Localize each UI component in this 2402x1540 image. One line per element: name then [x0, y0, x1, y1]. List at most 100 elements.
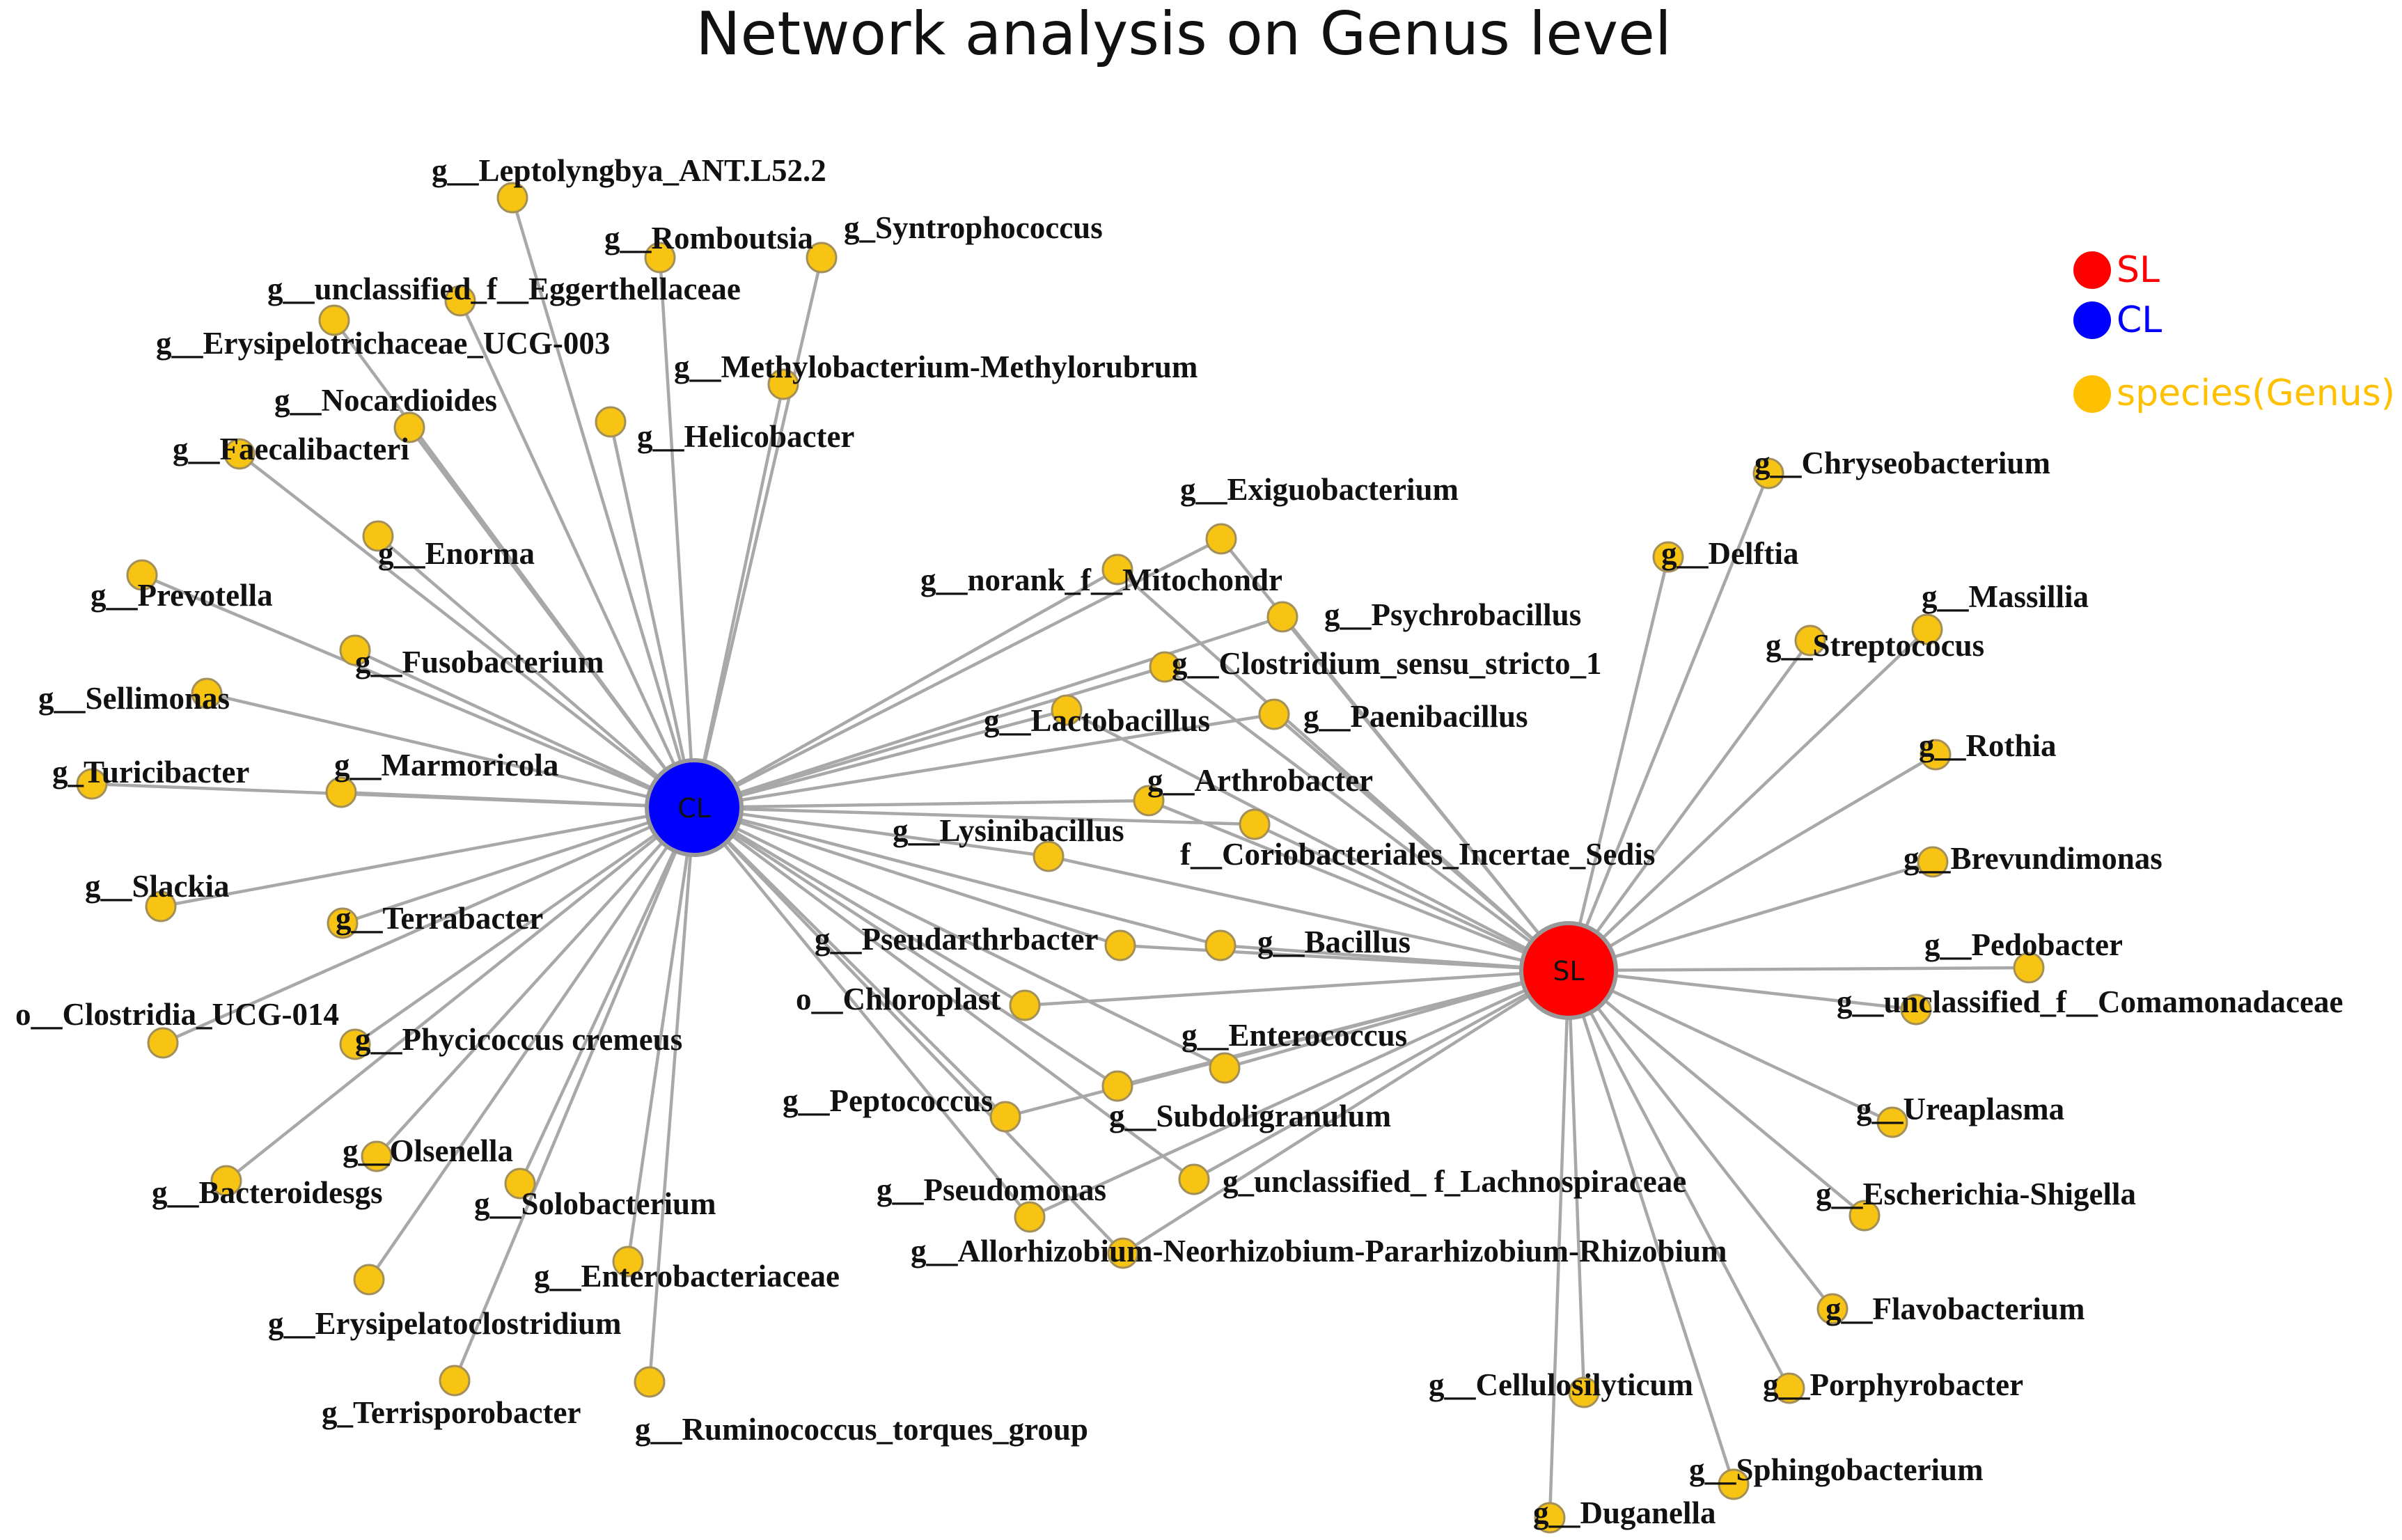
legend-label: species(Genus) — [2117, 372, 2395, 414]
genus-label: g__Lactobacillus — [984, 703, 1210, 738]
edge-cl — [238, 453, 696, 809]
genus-node — [1534, 1502, 1566, 1534]
edge-cl — [375, 806, 696, 1158]
edge-cl — [340, 790, 695, 810]
edge-cl — [368, 806, 696, 1281]
genus-node — [210, 1165, 242, 1197]
edge-cl — [692, 257, 824, 808]
genus-label: g__Lysinibacillus — [893, 813, 1124, 848]
edge-cl — [693, 806, 1049, 858]
genus-node — [806, 242, 838, 274]
genus-label: g__Romboutsia — [604, 221, 813, 256]
genus-label: g__Pseudarthrbacter — [815, 922, 1098, 957]
edge-sl — [1567, 970, 1586, 1393]
genus-node — [1239, 808, 1271, 840]
genus-node — [439, 1365, 471, 1397]
genus-label: g_Turicibacter — [52, 755, 249, 789]
edge-sl — [1065, 709, 1570, 972]
genus-label: g__Fusobacterium — [355, 645, 604, 679]
edge-sl — [1281, 615, 1570, 972]
genus-label: g__Erysipelotrichaceae_UCG-003 — [156, 326, 610, 361]
genus-label: g__Enorma — [378, 536, 535, 571]
legend-swatch — [2073, 251, 2111, 289]
edge-cl — [408, 426, 696, 809]
genus-node — [1752, 457, 1784, 489]
genus-label: g__Psychrobacillus — [1324, 597, 1581, 632]
genus-label: g__Bacteroidesgs — [152, 1175, 383, 1210]
genus-node — [393, 411, 425, 443]
genus-label: g__Sphingobacterium — [1689, 1452, 1984, 1487]
genus-label: g__Marmoricola — [334, 748, 558, 783]
genus-node — [595, 406, 627, 438]
legend-label: CL — [2117, 299, 2162, 341]
genus-label: g__Subdoligranulum — [1109, 1099, 1391, 1133]
genus-label: g__Helicobacter — [637, 419, 854, 454]
genus-node — [644, 242, 676, 274]
genus-label: g__Allorhizobium-Neorhizobium-Pararhizob… — [911, 1234, 1727, 1268]
edge-cl — [693, 806, 1026, 1007]
edge-sl — [1117, 968, 1569, 1088]
edge-sl — [1567, 556, 1670, 971]
edges-layer — [91, 197, 2030, 1518]
genus-node — [1051, 694, 1083, 726]
edge-sl — [1122, 969, 1570, 1255]
genus-label: g__Chryseobacterium — [1755, 446, 2050, 480]
genus-node — [223, 438, 256, 470]
edge-cl — [693, 712, 1275, 810]
edge-cl — [342, 806, 695, 925]
edge-cl — [693, 615, 1283, 810]
genus-label: g__Porphyrobacter — [1763, 1367, 2023, 1402]
genus-node — [1920, 739, 1952, 771]
genus-node — [191, 677, 223, 709]
edge-cl — [693, 806, 1007, 1118]
edge-cl — [693, 806, 1121, 948]
genus-label: g_unclassified_ f_Lachnospiraceae — [1223, 1164, 1686, 1199]
edge-cl — [160, 806, 695, 909]
edge-cl — [693, 806, 1221, 948]
genus-node — [1568, 1376, 1600, 1408]
genus-label: g__Massillia — [1922, 579, 2089, 614]
genus-node — [1258, 698, 1290, 730]
genus-node — [1911, 613, 1943, 645]
legend-swatch — [2073, 301, 2111, 339]
genus-node — [1900, 993, 1932, 1026]
genus-label: g__Terrabacter — [336, 901, 543, 936]
genus-label: g__Brevundimonas — [1903, 841, 2162, 876]
edge-cl — [162, 806, 695, 1045]
genus-node — [1033, 840, 1065, 872]
genus-node — [1205, 523, 1237, 555]
genus-label: g__Methylobacterium-Methylorubrum — [674, 349, 1198, 384]
edge-cl — [658, 257, 696, 808]
genus-label: g_Syntrophococcus — [844, 210, 1103, 245]
genus-label: g__Phycicoccus cremeus — [355, 1022, 682, 1057]
nodes-layer — [76, 182, 2045, 1534]
edge-sl — [1568, 966, 2030, 973]
edge-cl — [453, 807, 696, 1381]
genus-label: g__Delftia — [1661, 536, 1798, 571]
genus-node — [339, 1028, 371, 1060]
edge-sl — [1567, 970, 1736, 1485]
genus-node — [327, 907, 359, 939]
genus-node — [634, 1366, 666, 1398]
genus-label: g__Paenibacillus — [1303, 699, 1528, 734]
edge-cl — [693, 568, 1119, 809]
genus-label: g_Terrisporobacter — [322, 1395, 581, 1430]
edge-cl — [692, 384, 785, 808]
genus-label: g__norank_f__Mitochondr — [920, 563, 1282, 597]
genus-node — [1876, 1106, 1908, 1138]
genus-label: g__Rothia — [1919, 728, 2057, 763]
hub-label-cl: CL — [677, 793, 711, 824]
edge-cl — [693, 806, 1124, 1255]
edge-cl — [693, 806, 1031, 1218]
genus-label: g__Ruminococcus_torques_group — [635, 1412, 1088, 1447]
edge-sl — [1568, 860, 1933, 973]
genus-label: o__Chloroplast — [796, 982, 1000, 1016]
genus-node — [1107, 1237, 1139, 1269]
genus-node — [362, 520, 394, 552]
edge-sl — [1568, 968, 1893, 1124]
edge-cl — [458, 300, 696, 808]
genus-node — [1204, 929, 1237, 961]
genus-node — [1178, 1163, 1210, 1195]
hub-label-sl: SL — [1553, 956, 1584, 987]
